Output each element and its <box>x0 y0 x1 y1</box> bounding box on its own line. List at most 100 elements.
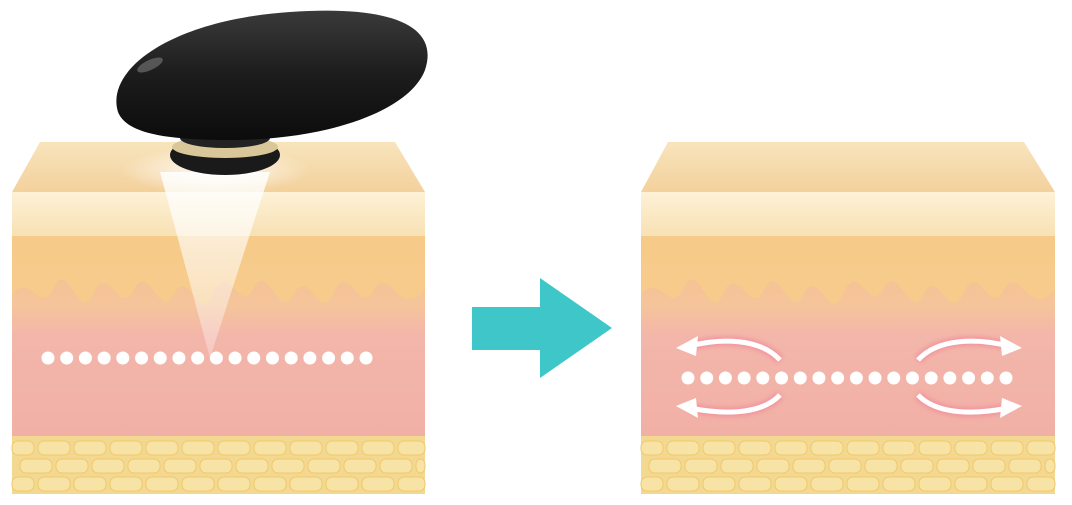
fat-cell <box>954 476 988 492</box>
dot <box>812 371 826 385</box>
dot <box>116 351 130 365</box>
focused-energy-beam <box>160 172 270 358</box>
fat-cell <box>702 440 736 456</box>
dot <box>191 351 205 365</box>
arrow-right-top <box>914 336 1022 364</box>
fat-cell <box>37 476 71 492</box>
dot <box>924 371 938 385</box>
dot <box>718 371 732 385</box>
dot <box>905 371 919 385</box>
fat-cell <box>361 476 395 492</box>
fat-cell <box>181 476 215 492</box>
fat-cell <box>253 476 287 492</box>
dot-row <box>41 351 373 365</box>
dot <box>359 351 373 365</box>
fat-cell <box>720 458 754 474</box>
fat-cell <box>235 458 269 474</box>
dot <box>265 351 279 365</box>
dot <box>41 351 55 365</box>
dot <box>868 371 882 385</box>
dot <box>700 371 714 385</box>
fat-cell <box>640 476 664 492</box>
fat-cell <box>900 458 934 474</box>
fat-cell <box>253 440 287 456</box>
fat-cell <box>217 440 251 456</box>
fat-cell <box>307 458 341 474</box>
device-highlight <box>137 57 163 73</box>
fat-cell <box>666 476 700 492</box>
fat-cell <box>1044 458 1056 474</box>
fat-cell <box>666 440 700 456</box>
fat-cell <box>684 458 718 474</box>
fat-cell <box>415 458 426 474</box>
fat-cell <box>343 458 377 474</box>
dot <box>60 351 74 365</box>
dot-row <box>681 371 1013 385</box>
fat-cell <box>738 440 772 456</box>
dot <box>737 371 751 385</box>
fat-cell <box>325 440 359 456</box>
fat-cell <box>990 476 1024 492</box>
fat-cell <box>11 440 35 456</box>
fat-cell <box>882 476 916 492</box>
arrow-right-bottom <box>914 391 1022 418</box>
fat-cell <box>163 458 197 474</box>
fat-cell <box>361 440 395 456</box>
fat-cell <box>379 458 413 474</box>
papillary-wave <box>641 236 1055 304</box>
fat-cell <box>217 476 251 492</box>
fat-cell <box>738 476 772 492</box>
dot <box>775 371 789 385</box>
fat-cell <box>918 440 952 456</box>
fat-cell <box>73 476 107 492</box>
fat-cell <box>792 458 826 474</box>
fat-cell <box>774 440 808 456</box>
dot <box>849 371 863 385</box>
dot <box>756 371 770 385</box>
dot <box>340 351 354 365</box>
dot <box>831 371 845 385</box>
dot <box>999 371 1013 385</box>
fat-cell <box>774 476 808 492</box>
dot <box>943 371 957 385</box>
fat-cell <box>271 458 305 474</box>
epidermis-band <box>641 192 1055 236</box>
dot <box>97 351 111 365</box>
dot <box>209 351 223 365</box>
dot <box>962 371 976 385</box>
device-head <box>116 10 428 175</box>
fat-cell <box>810 476 844 492</box>
dot <box>228 351 242 365</box>
dot <box>303 351 317 365</box>
fat-cell <box>1008 458 1042 474</box>
dot <box>172 351 186 365</box>
fat-cell <box>127 458 161 474</box>
fat-cell <box>648 458 682 474</box>
fat-cell <box>936 458 970 474</box>
fat-cells <box>640 440 1056 492</box>
panel-before <box>11 10 428 494</box>
fat-cell <box>55 458 89 474</box>
fat-cell <box>289 440 323 456</box>
dot <box>681 371 695 385</box>
fat-cell <box>954 440 988 456</box>
fat-cell <box>702 476 736 492</box>
fat-cell <box>397 440 426 456</box>
dot <box>247 351 261 365</box>
fat-cell <box>11 476 35 492</box>
dot <box>135 351 149 365</box>
dot <box>284 351 298 365</box>
fat-cell <box>109 476 143 492</box>
dot <box>153 351 167 365</box>
panel-after <box>640 142 1056 494</box>
dot <box>887 371 901 385</box>
fat-cell <box>109 440 143 456</box>
fat-cell <box>756 458 790 474</box>
fat-cell <box>918 476 952 492</box>
fat-cell <box>882 440 916 456</box>
device-body <box>116 10 428 140</box>
skin-surface-top <box>641 142 1055 192</box>
fat-cell <box>810 440 844 456</box>
fat-cell <box>397 476 426 492</box>
fat-cell <box>846 440 880 456</box>
